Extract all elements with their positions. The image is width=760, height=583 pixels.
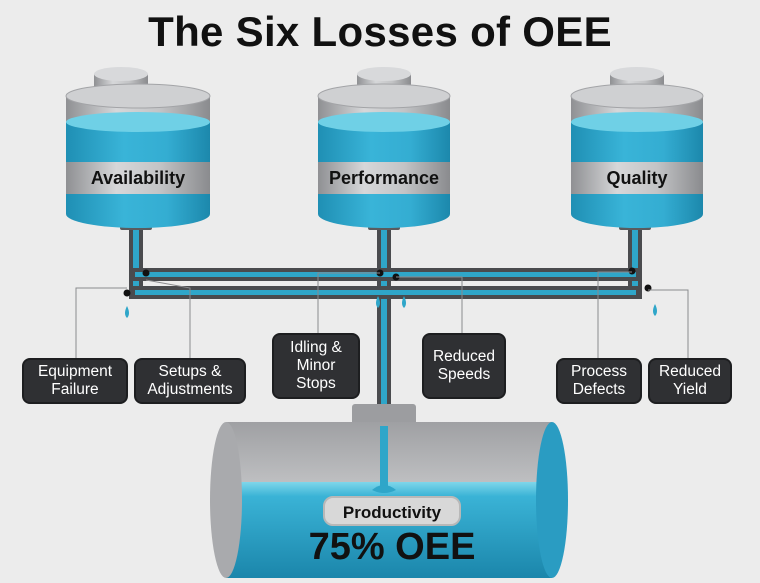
loss-reduced-speeds: Reduced Speeds <box>422 333 506 399</box>
loss-reduced-yield: Reduced Yield <box>648 358 732 404</box>
productivity-label: Productivity <box>323 496 461 526</box>
tank-quality <box>570 67 704 228</box>
loss-process-defects: Process Defects <box>556 358 642 404</box>
oee-value: 75% OEE <box>308 526 476 568</box>
loss-idling-minor-stops: Idling & Minor Stops <box>272 333 360 399</box>
tank-performance <box>317 67 451 228</box>
tank-label-availability: Availability <box>90 168 186 188</box>
page-title: The Six Losses of OEE <box>148 8 612 55</box>
loss-equipment-failure: Equipment Failure <box>22 358 128 404</box>
tank-availability <box>65 67 211 228</box>
loss-setups-adjustments: Setups & Adjustments <box>134 358 246 404</box>
tank-label-performance: Performance <box>328 168 440 188</box>
water-drips <box>125 296 657 318</box>
tank-label-quality: Quality <box>606 168 668 188</box>
productivity-tank <box>210 404 568 578</box>
leader-lines <box>75 271 689 360</box>
